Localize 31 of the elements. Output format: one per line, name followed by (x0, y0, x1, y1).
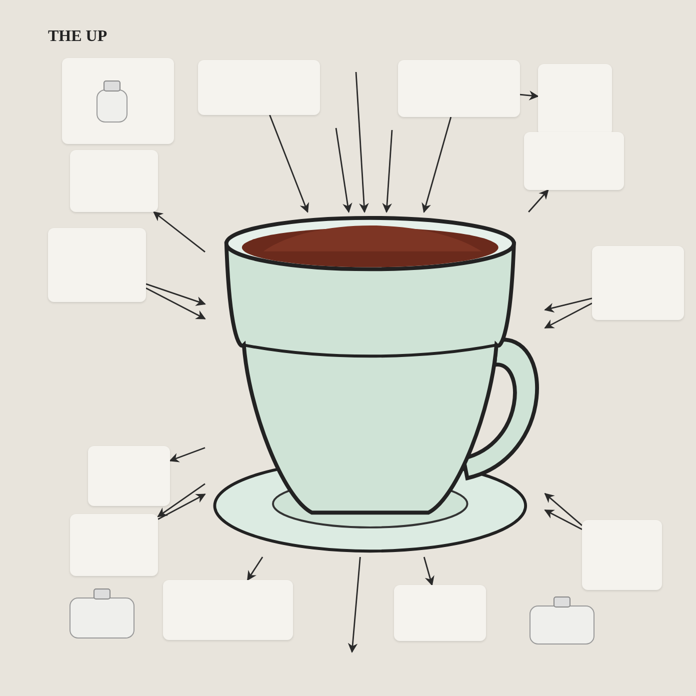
arrow (146, 288, 206, 320)
note-card (70, 150, 158, 212)
arrow (544, 509, 582, 530)
arrow (544, 298, 592, 312)
arrow (528, 189, 549, 212)
note-card (198, 60, 320, 115)
note-card (592, 246, 684, 320)
diagram-title: THE UP (48, 28, 108, 46)
arrow (423, 556, 434, 586)
arrow (152, 211, 206, 252)
note-card (398, 60, 520, 117)
arrow (544, 492, 582, 526)
note-card (524, 132, 624, 190)
arrow (355, 72, 369, 213)
arrow (146, 283, 206, 306)
arrow (169, 447, 206, 462)
note-card (582, 520, 662, 590)
note-card (163, 580, 293, 640)
arrow (544, 302, 592, 329)
arrow (269, 114, 309, 213)
arrow (348, 556, 361, 653)
note-card (48, 228, 146, 302)
note-card (70, 514, 158, 576)
arrow (520, 90, 539, 100)
arrow (157, 483, 206, 518)
note-card (88, 446, 170, 506)
arrow (422, 116, 452, 213)
arrow (158, 494, 206, 520)
arrow (335, 128, 352, 213)
arrow (382, 130, 393, 213)
note-card (394, 585, 486, 641)
